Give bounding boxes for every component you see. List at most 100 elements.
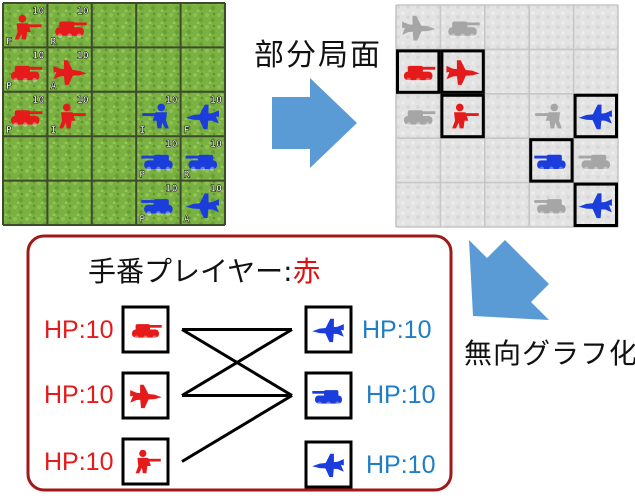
- graph-left-fighter-icon: [130, 384, 162, 409]
- partial-unit-infantry-icon: [535, 103, 562, 129]
- partial-unit-cell: [578, 154, 611, 172]
- board-unit-cell[interactable]: 10A: [50, 50, 89, 92]
- graph-right-fighter-icon: [312, 453, 344, 478]
- partial-unit-tank-icon: [534, 199, 566, 216]
- board-unit-type-letter: A: [50, 81, 56, 92]
- board-unit-hp: 10: [210, 184, 222, 195]
- board-unit-cell[interactable]: 10I: [139, 95, 178, 137]
- partial-unit-cell: [529, 138, 574, 183]
- board-unit-cell[interactable]: 10I: [50, 95, 89, 137]
- partial-unit-tank-icon: [578, 154, 611, 172]
- partial-unit-cell: [396, 49, 441, 94]
- board-unit-type-letter: R: [184, 170, 191, 181]
- board-unit-type-letter: P: [6, 81, 12, 92]
- partial-unit-tank-icon: [448, 21, 480, 39]
- board-unit-cell[interactable]: 10R: [183, 139, 222, 181]
- board-unit-infantry-icon: [59, 103, 86, 129]
- graph-node-right: [304, 371, 353, 420]
- highlight-box: [573, 93, 618, 139]
- partial-unit-tank-icon: [403, 110, 436, 127]
- board-unit-cell[interactable]: 10R: [50, 6, 89, 48]
- board-unit-hp: 10: [77, 50, 89, 61]
- board-unit-hp: 10: [32, 95, 44, 106]
- board-unit-fighter-icon: [185, 104, 219, 130]
- graph-node-left: [121, 371, 170, 420]
- graph-node-left: [121, 305, 170, 354]
- board-unit-cell[interactable]: 10P: [6, 95, 45, 137]
- graph-node-right: [304, 305, 353, 354]
- partial-unit-cell: [440, 49, 485, 94]
- partial-unit-cell: [573, 93, 618, 139]
- partial-unit-cell: [573, 182, 618, 228]
- graph-left-tank-icon: [132, 324, 162, 340]
- board-unit-fighter-icon: [53, 60, 87, 85]
- partial-board: [395, 4, 619, 228]
- partial-background: [396, 5, 618, 227]
- partial-unit-cell: [448, 21, 480, 39]
- highlight-box: [529, 138, 574, 183]
- bipartite-graph: [121, 305, 353, 489]
- hp-label-right-1: HP:10: [366, 381, 436, 409]
- board-unit-cell[interactable]: 10P: [139, 183, 178, 225]
- board-unit-type-letter: R: [50, 36, 57, 47]
- graph-edge: [181, 328, 293, 397]
- board-unit-type-letter: P: [6, 125, 12, 136]
- board-unit-type-letter: P: [139, 214, 145, 225]
- partial-unit-cell: [402, 15, 436, 41]
- board-unit-type-letter: I: [139, 125, 145, 136]
- board-unit-hp: 10: [77, 6, 89, 17]
- board-unit-cell[interactable]: 10A: [183, 183, 222, 225]
- partial-unit-cell: [535, 103, 562, 129]
- highlight-box: [440, 49, 485, 94]
- board-unit-hp: 10: [77, 95, 89, 106]
- partial-unit-tank-icon: [534, 154, 566, 172]
- board-unit-cell[interactable]: 10P: [139, 139, 178, 181]
- board-unit-type-letter: I: [50, 125, 56, 136]
- hp-label-left-1: HP:10: [44, 381, 114, 409]
- board-unit-tank-icon: [185, 154, 218, 172]
- turn-player-value: 赤: [292, 255, 321, 288]
- hp-label-left-2: HP:10: [44, 448, 114, 476]
- graph-right-tank-icon: [312, 390, 342, 406]
- partial-unit-cell: [440, 93, 485, 139]
- highlight-box: [396, 49, 441, 94]
- down-left-arrow: [469, 240, 549, 320]
- board-unit-infantry-icon: [14, 14, 42, 40]
- board-unit-type-letter: F: [184, 125, 190, 136]
- board-unit-type-letter: P: [139, 170, 145, 181]
- turn-player-prefix: 手番プレイヤー:: [88, 255, 293, 288]
- partial-unit-fighter-icon: [578, 104, 612, 130]
- board-unit-hp: 10: [166, 184, 178, 195]
- graph-right-fighter-icon: [312, 318, 344, 343]
- partial-unit-cell: [534, 199, 566, 216]
- board-unit-hp: 10: [166, 95, 178, 106]
- board-unit-tank-icon: [10, 110, 43, 127]
- partial-unit-cell: [403, 110, 436, 127]
- graph-edge: [181, 394, 293, 463]
- board-unit-cell[interactable]: 10F: [183, 95, 222, 137]
- right-arrow: [272, 78, 357, 168]
- graph-node-right: [304, 440, 353, 489]
- undirected-graph-label: 無向グラフ化: [464, 337, 635, 370]
- board-unit-infantry-icon: [142, 103, 169, 129]
- partial-unit-fighter-icon: [402, 15, 436, 41]
- partial-unit-tank-icon: [403, 65, 436, 83]
- board-unit-hp: 10: [166, 139, 178, 150]
- board-unit-tank-icon: [141, 199, 173, 216]
- board-unit-hp: 10: [32, 50, 44, 61]
- board-unit-hp: 10: [210, 95, 222, 106]
- board-unit-type-letter: F: [6, 36, 12, 47]
- partial-unit-fighter-icon: [578, 193, 612, 219]
- board-unit-tank-icon: [55, 21, 87, 39]
- board-unit-cell[interactable]: 10F: [6, 6, 45, 48]
- hp-label-left-0: HP:10: [44, 316, 114, 344]
- hp-label-right-0: HP:10: [362, 316, 432, 344]
- graph-node-left: [121, 437, 170, 486]
- highlight-box: [440, 93, 485, 139]
- board-unit-cell[interactable]: 10P: [6, 50, 45, 92]
- board-unit-hp: 10: [210, 139, 222, 150]
- board-unit-hp: 10: [32, 6, 44, 17]
- board-unit-type-letter: A: [184, 214, 190, 225]
- board-unit-tank-icon: [141, 154, 173, 172]
